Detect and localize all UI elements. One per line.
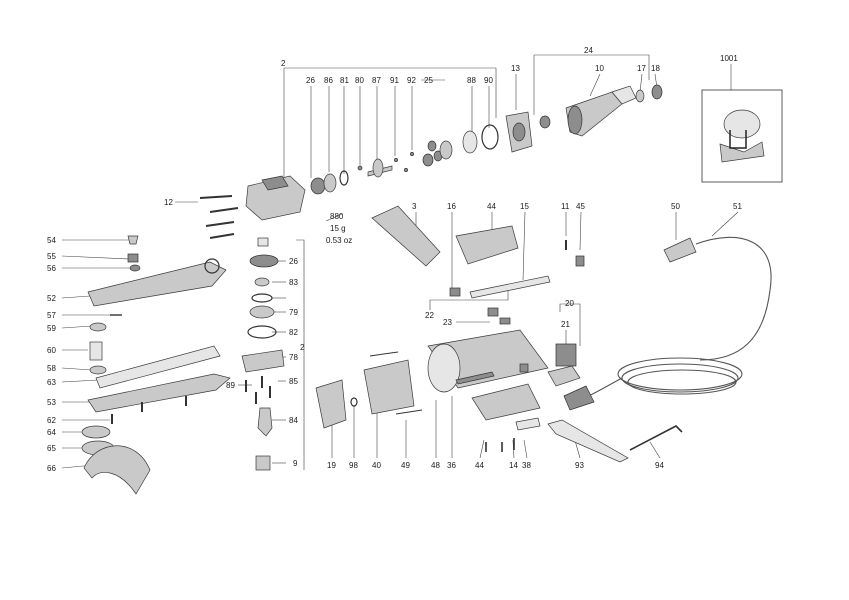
label-16: 16: [447, 202, 456, 211]
label-66: 66: [47, 464, 56, 473]
label-36: 36: [447, 461, 456, 470]
label-91: 91: [390, 76, 399, 85]
label-14: 14: [509, 461, 518, 470]
label-48: 48: [431, 461, 440, 470]
label-51: 51: [733, 202, 742, 211]
mounting-plate: [95, 345, 221, 389]
label-89: 89: [226, 381, 235, 390]
housing-cover: [471, 383, 541, 421]
label-82: 82: [289, 328, 298, 337]
gear-housing: [245, 175, 306, 221]
label-10: 10: [595, 64, 604, 73]
label-98: 98: [349, 461, 358, 470]
label-93: 93: [575, 461, 584, 470]
power-cord: [695, 236, 772, 361]
label-12: 12: [164, 198, 173, 207]
label-56: 56: [47, 264, 56, 273]
label-45: 45: [576, 202, 585, 211]
label-65: 65: [47, 444, 56, 453]
part-number-labels: 2 26 86 81 80 87 91 92 25 88 90 13 24 10…: [47, 46, 742, 473]
label-92: 92: [407, 76, 416, 85]
label-85: 85: [289, 377, 298, 386]
label-88: 88: [467, 76, 476, 85]
label-90: 90: [484, 76, 493, 85]
mains-plug: [663, 237, 697, 263]
label-25: 25: [424, 76, 433, 85]
grease-weight-ounces: 0.53 oz: [326, 236, 352, 245]
stator: [363, 359, 415, 415]
label-24: 24: [584, 46, 593, 55]
grease-note: 880 15 g 0.53 oz: [325, 212, 352, 245]
label-2-mid: 2: [300, 343, 305, 352]
guard-arm: [87, 261, 227, 307]
label-78: 78: [289, 353, 298, 362]
side-handle: [371, 205, 441, 267]
label-44-top: 44: [487, 202, 496, 211]
label-13: 13: [511, 64, 520, 73]
label-15: 15: [520, 202, 529, 211]
label-26-top: 26: [306, 76, 315, 85]
label-20: 20: [565, 299, 574, 308]
label-54: 54: [47, 236, 56, 245]
label-17: 17: [637, 64, 646, 73]
label-3: 3: [412, 202, 417, 211]
label-94: 94: [655, 461, 664, 470]
label-86: 86: [324, 76, 333, 85]
label-57: 57: [47, 311, 56, 320]
label-62: 62: [47, 416, 56, 425]
label-18: 18: [651, 64, 660, 73]
label-84: 84: [289, 416, 298, 425]
label-49: 49: [401, 461, 410, 470]
label-53: 53: [47, 398, 56, 407]
leader-lines: [61, 54, 739, 470]
label-59: 59: [47, 324, 56, 333]
label-52: 52: [47, 294, 56, 303]
switch-cover: [455, 225, 519, 265]
grease-weight-grams: 15 g: [330, 224, 346, 233]
label-26-mid: 26: [289, 257, 298, 266]
label-21: 21: [561, 320, 570, 329]
label-60: 60: [47, 346, 56, 355]
label-44-bottom: 44: [475, 461, 484, 470]
label-58: 58: [47, 364, 56, 373]
label-83: 83: [289, 278, 298, 287]
label-38: 38: [522, 461, 531, 470]
label-1001: 1001: [720, 54, 738, 63]
label-87: 87: [372, 76, 381, 85]
label-23: 23: [443, 318, 452, 327]
switch-module: [555, 343, 577, 367]
label-80: 80: [355, 76, 364, 85]
label-11: 11: [561, 202, 570, 211]
label-9: 9: [293, 459, 298, 468]
wheel-guard: [83, 445, 151, 495]
label-50: 50: [671, 202, 680, 211]
label-19: 19: [327, 461, 336, 470]
fan-baffle: [315, 379, 347, 429]
parts: [81, 84, 783, 495]
label-2-top: 2: [281, 59, 286, 68]
label-40: 40: [372, 461, 381, 470]
label-81: 81: [340, 76, 349, 85]
pin-wrench: [547, 419, 629, 463]
label-79: 79: [289, 308, 298, 317]
label-22: 22: [425, 311, 434, 320]
label-55: 55: [47, 252, 56, 261]
spindle: [257, 407, 273, 437]
label-63: 63: [47, 378, 56, 387]
label-64: 64: [47, 428, 56, 437]
